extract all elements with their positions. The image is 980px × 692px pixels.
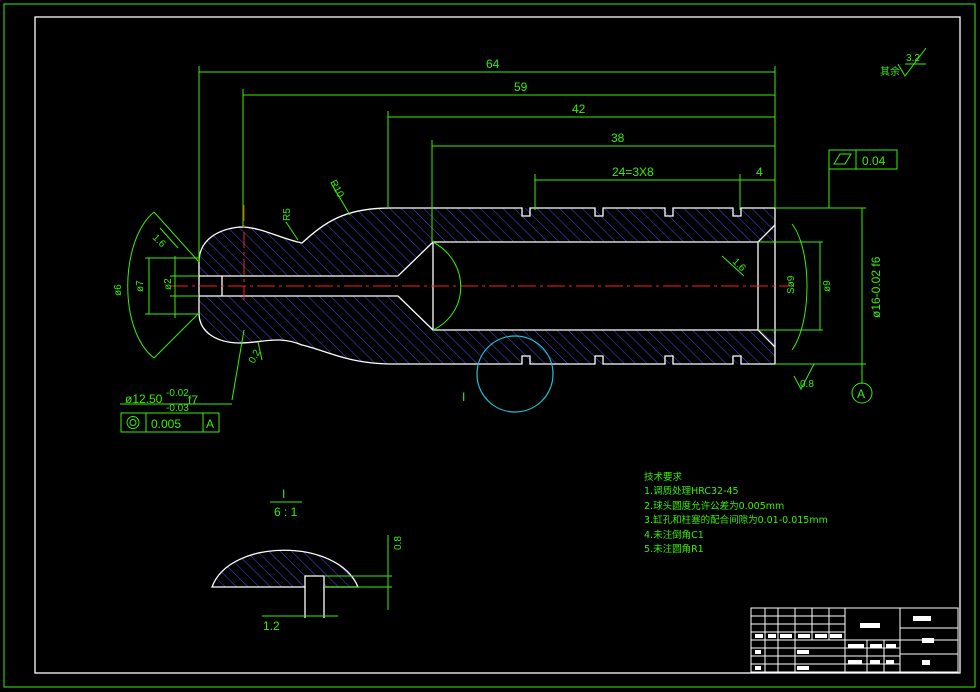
datum-a-label: A: [857, 387, 865, 401]
note-3: 3.缸孔和柱塞的配合间隙为0.01-0.015mm: [644, 514, 828, 526]
cylindricity-icon: [833, 153, 852, 165]
outer-frame: [3, 3, 976, 688]
detail-scale: 6 : 1: [274, 505, 298, 519]
detail-callout-label: I: [462, 390, 465, 404]
roughness-others: 其余: [880, 65, 900, 78]
roughness-marks: [793, 47, 927, 391]
dim-neck-fit: f7: [188, 393, 198, 407]
dim-neck-tol-lower: -0.03: [166, 403, 189, 414]
concentricity-value: 0.005: [151, 417, 181, 431]
cylindricity-value: 0.04: [862, 154, 886, 168]
roughness-3.2: 3.2: [906, 53, 920, 64]
dim-groove-pitch: 24=3X8: [612, 165, 654, 179]
dim-shaft-fit: ø16-0.02 f6: [869, 256, 883, 318]
note-5: 5.未注圆角R1: [644, 543, 704, 555]
bore-sphere-dims: [432, 207, 866, 365]
dim-neck-dia: ø12.50: [125, 392, 163, 406]
detail-view: [211, 501, 392, 618]
dim-dia2: ø2: [163, 278, 174, 290]
cone-roughness-a: 1.6: [150, 232, 168, 250]
concentricity-icon: [126, 416, 140, 429]
dim-dia7: ø7: [135, 280, 146, 292]
technical-notes: 技术要求 1.调质处理HRC32-45 2.球头圆度允许公差为0.005mm 3…: [644, 471, 828, 555]
concentricity-datum: A: [206, 417, 214, 431]
detail-label: I: [282, 487, 285, 501]
datum-a-symbol: [851, 364, 873, 404]
title-block-text-marks: [755, 616, 934, 670]
dim-neck-tol-upper: -0.02: [166, 388, 189, 399]
note-1: 1.调质处理HRC32-45: [644, 485, 739, 497]
dim-59: 59: [514, 80, 528, 94]
cylindricity-frame: [828, 149, 898, 208]
notes-title: 技术要求: [644, 471, 683, 483]
roughness-0.2: 0.2: [247, 348, 263, 366]
dim-r10: R10: [327, 178, 346, 200]
cone-roughness-b: 1.6: [730, 256, 748, 274]
detail-callout-circle: [476, 335, 554, 413]
concentricity-frame: [120, 412, 220, 433]
roughness-0.8-shaft: 0.8: [800, 379, 814, 390]
dim-bore-sphere: Sø9: [786, 275, 797, 294]
left-diameter-dims: [127, 211, 200, 359]
part-section: [170, 205, 790, 365]
inner-frame: [34, 16, 961, 674]
dim-64: 64: [486, 57, 500, 71]
radius-leaders: [285, 182, 351, 241]
dim-r5: R5: [282, 208, 293, 221]
detail-height: 0.8: [393, 536, 404, 550]
dim-dia6: ø6: [113, 284, 124, 296]
dim-bore-dia: ø9: [822, 280, 833, 292]
note-2: 2.球头圆度允许公差为0.005mm: [644, 500, 784, 512]
detail-width: 1.2: [263, 619, 280, 633]
note-4: 4.未注倒角C1: [644, 529, 704, 541]
neck-leader: [120, 329, 263, 405]
dim-42: 42: [572, 102, 586, 116]
length-dimensions: [198, 66, 776, 262]
dim-38: 38: [611, 131, 625, 145]
dim-groove-end: 4: [756, 165, 763, 179]
